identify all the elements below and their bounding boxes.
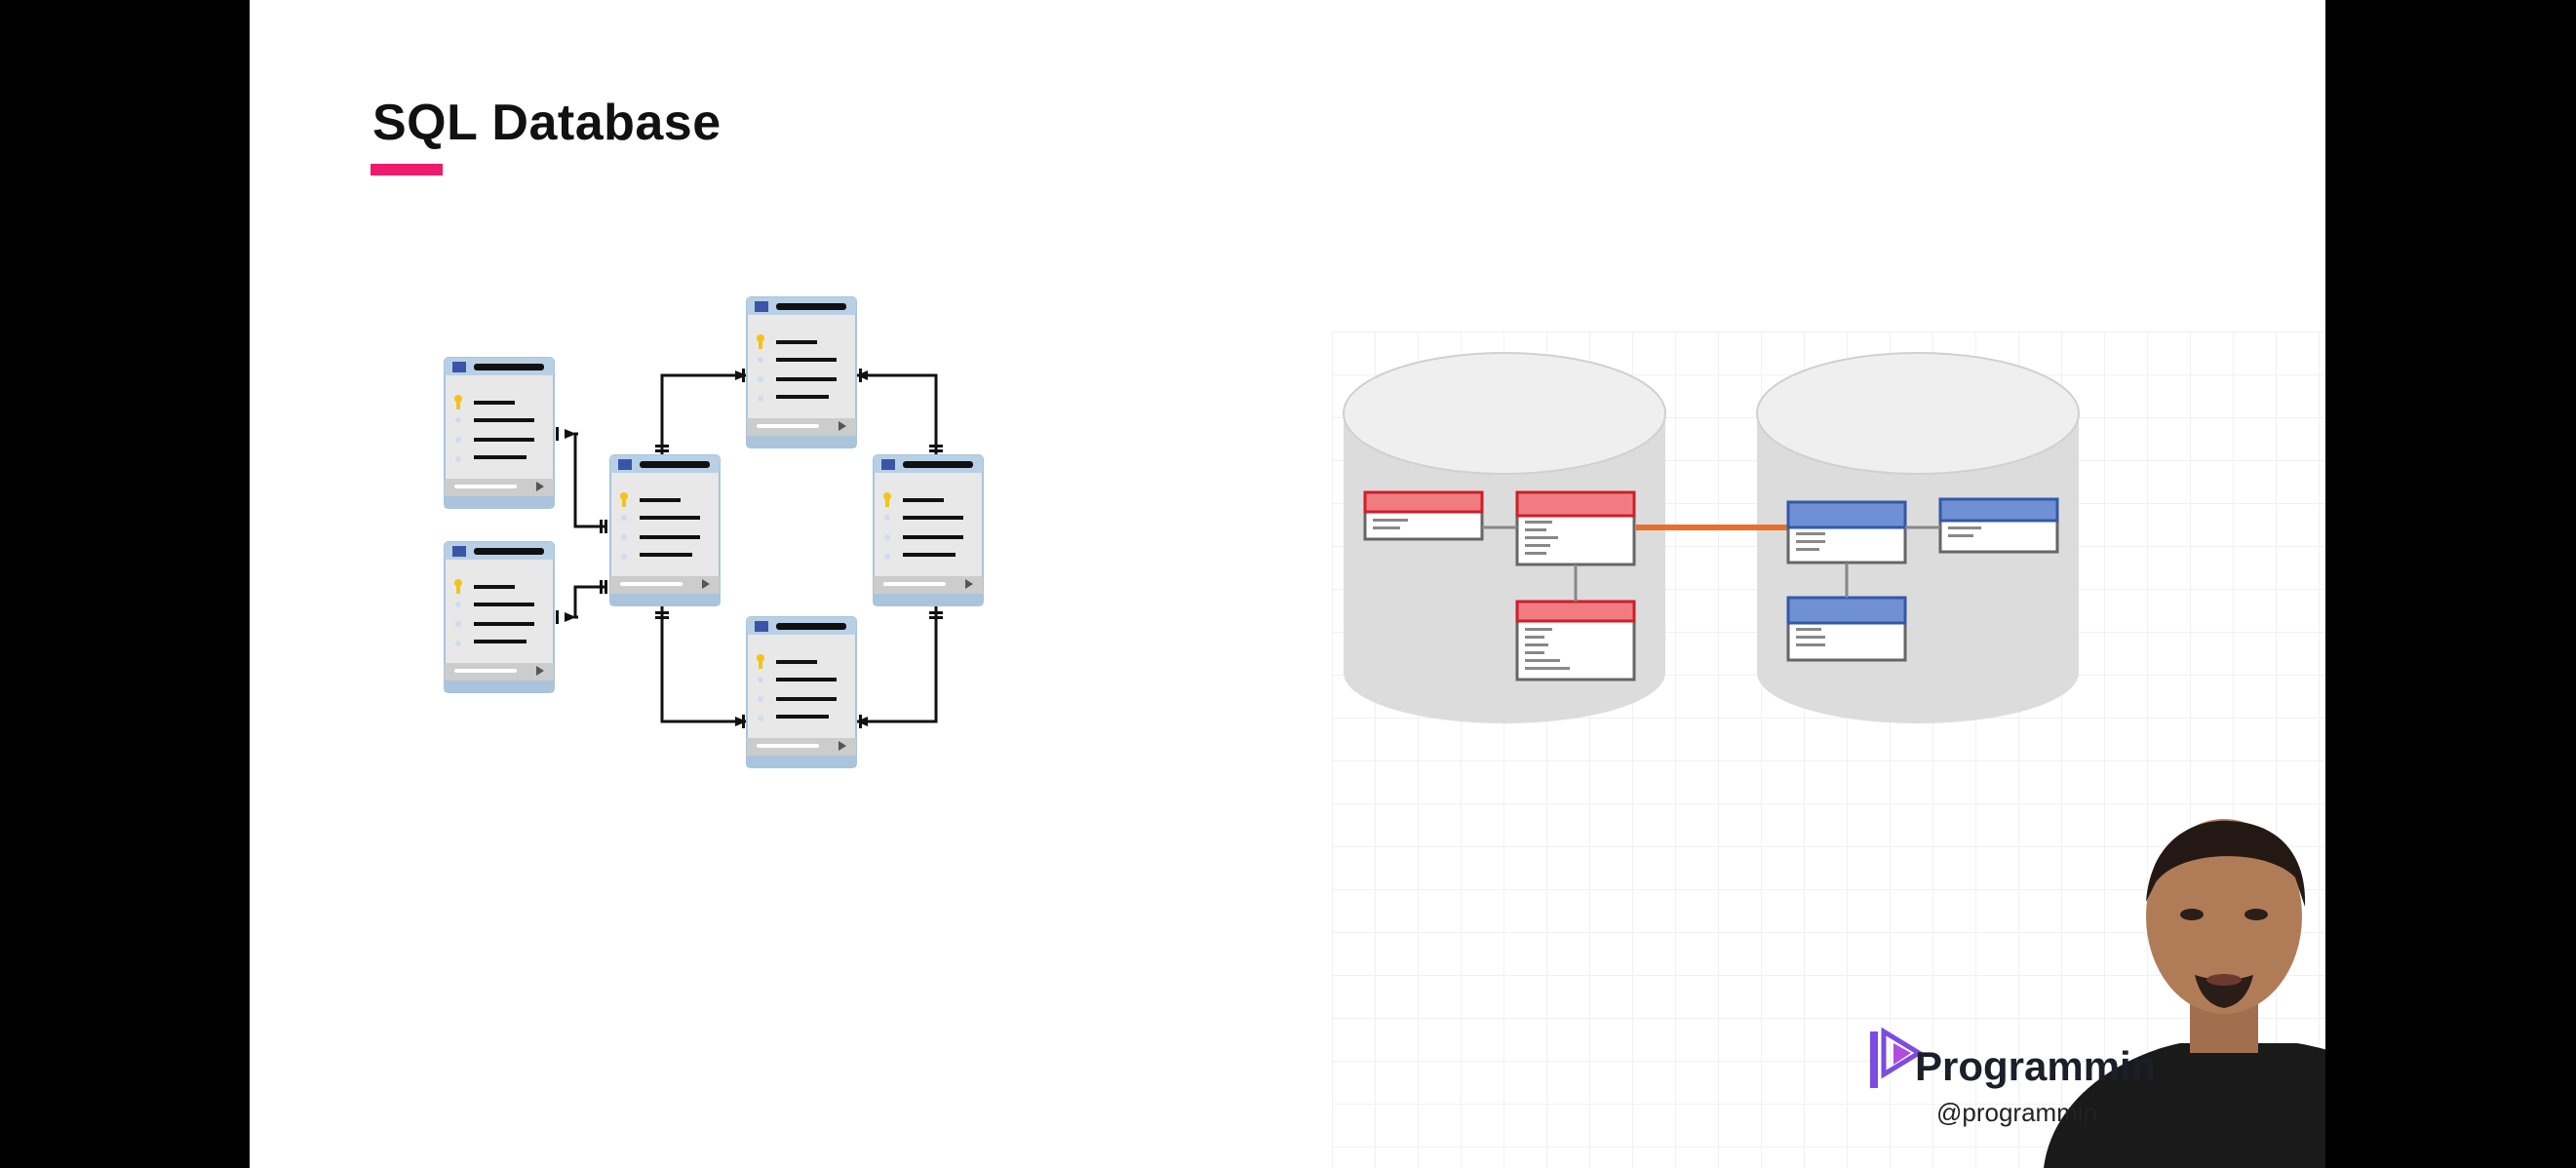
title-underline xyxy=(371,164,443,175)
letterbox-right xyxy=(2325,0,2576,1168)
letterbox-left xyxy=(0,0,250,1168)
presenter-webcam-icon xyxy=(2044,819,2325,1168)
brand-watermark: Programmin @programmin xyxy=(1868,1014,2180,1131)
brand-handle: @programmin xyxy=(1936,1098,2098,1127)
brand-name: Programmin xyxy=(1915,1043,2157,1089)
slide-title: SQL Database xyxy=(372,95,722,151)
slide: SQL Database xyxy=(250,0,2325,1168)
play-triangle-logo-icon xyxy=(1870,1027,1923,1088)
er-diagram-icon xyxy=(444,296,2080,768)
